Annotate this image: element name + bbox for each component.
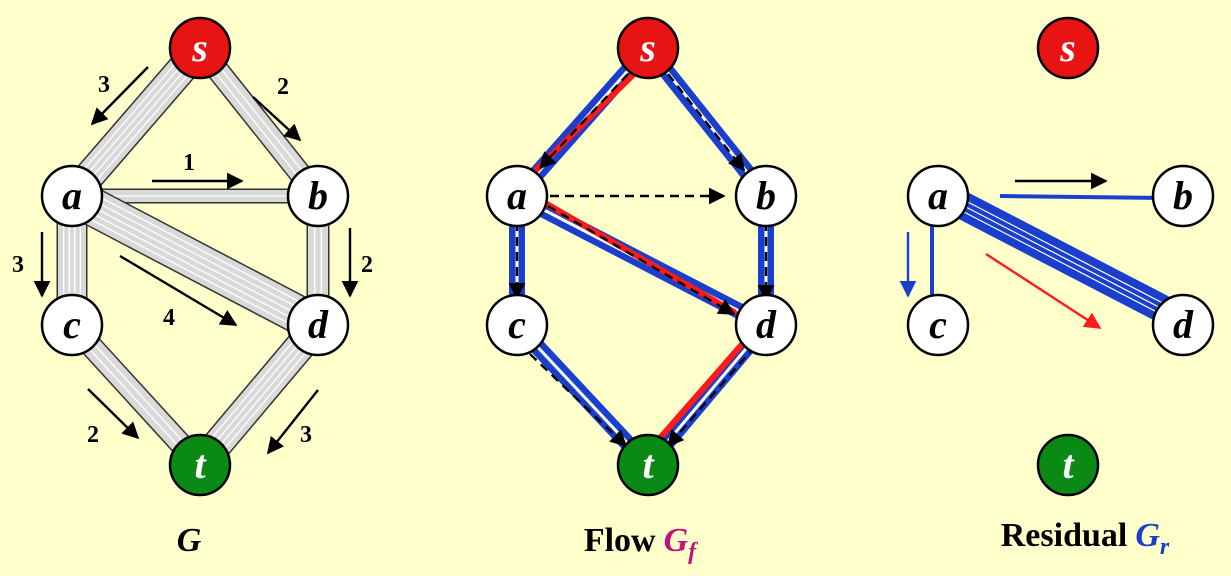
caption-flow-symbol: G bbox=[664, 522, 689, 559]
flow-node-b: b bbox=[734, 164, 798, 228]
caption-flow-sub: f bbox=[688, 539, 698, 565]
g-node-label-d: d bbox=[308, 302, 329, 347]
flow-node-label-t: t bbox=[642, 442, 655, 487]
arrow-a-d bbox=[119, 254, 238, 327]
flow-node-s: s bbox=[616, 16, 680, 80]
dash-d-t bbox=[666, 345, 756, 448]
flow-node-label-s: s bbox=[639, 25, 656, 70]
residual-edge-a-d bbox=[955, 192, 1187, 331]
residual-node-c: c bbox=[906, 293, 970, 357]
graph-g: 3 2 1 3 2 4 2 3 s a b c d t G bbox=[12, 16, 373, 559]
dash-s-b bbox=[667, 73, 746, 172]
g-node-label-s: s bbox=[191, 25, 208, 70]
residual-node-label-t: t bbox=[1062, 442, 1075, 487]
arrow-s-a bbox=[90, 66, 149, 126]
flow-node-label-a: a bbox=[507, 173, 527, 218]
arrow-d-t bbox=[266, 389, 319, 455]
caption-residual-sub: r bbox=[1160, 534, 1170, 560]
g-node-b: b bbox=[286, 164, 350, 228]
flow-node-t: t bbox=[616, 433, 680, 497]
edge-s-a bbox=[60, 37, 212, 207]
dash-a-d bbox=[547, 204, 736, 316]
residual-arrow-a-d bbox=[985, 252, 1102, 330]
caption-flow-word: Flow bbox=[584, 522, 656, 559]
g-edges bbox=[56, 37, 330, 475]
residual-nodes: s a b c d t bbox=[906, 16, 1215, 497]
residual-node-label-d: d bbox=[1173, 302, 1194, 347]
g-node-label-c: c bbox=[63, 302, 81, 347]
dash-c-t bbox=[529, 353, 628, 448]
edge-a-d bbox=[62, 178, 328, 343]
label-a-c: 3 bbox=[12, 252, 24, 278]
residual-node-b: b bbox=[1151, 164, 1215, 228]
label-a-b: 1 bbox=[183, 150, 195, 176]
label-c-t: 2 bbox=[87, 422, 99, 448]
g-arrows bbox=[33, 66, 359, 455]
g-node-label-t: t bbox=[194, 442, 207, 487]
path-a-d bbox=[537, 197, 737, 315]
residual-node-a: a bbox=[906, 164, 970, 228]
flow-node-d: d bbox=[734, 293, 798, 357]
g-node-d: d bbox=[286, 293, 350, 357]
residual-node-label-c: c bbox=[929, 302, 947, 347]
residual-edges bbox=[930, 192, 1187, 331]
residual-arrows bbox=[899, 172, 1108, 330]
flow-dashed-arrows bbox=[508, 73, 775, 448]
label-a-d: 4 bbox=[163, 305, 175, 331]
flow-node-a: a bbox=[485, 164, 549, 228]
label-s-a: 3 bbox=[98, 72, 110, 98]
residual-node-label-a: a bbox=[928, 173, 948, 218]
g-node-t: t bbox=[168, 433, 232, 497]
flow-node-label-c: c bbox=[508, 302, 526, 347]
caption-residual-word: Residual bbox=[1001, 517, 1128, 554]
path-d-t bbox=[650, 339, 747, 449]
residual-node-t: t bbox=[1036, 433, 1100, 497]
edge-s-b bbox=[191, 40, 327, 204]
flow-node-label-b: b bbox=[756, 173, 776, 218]
residual-node-s: s bbox=[1036, 16, 1100, 80]
arrow-c-t bbox=[87, 388, 140, 440]
flow-nodes: s a b c d t bbox=[485, 16, 798, 497]
flow-node-label-d: d bbox=[756, 302, 777, 347]
residual-edge-a-b bbox=[999, 194, 1164, 200]
label-s-b: 2 bbox=[277, 74, 289, 100]
dash-s-a bbox=[538, 73, 629, 170]
g-nodes: s a b c d t bbox=[40, 16, 350, 497]
residual-node-label-b: b bbox=[1173, 173, 1193, 218]
label-d-t: 3 bbox=[300, 422, 312, 448]
g-node-label-a: a bbox=[62, 173, 82, 218]
caption-residual-symbol: G bbox=[1135, 517, 1160, 554]
g-edge-labels: 3 2 1 3 2 4 2 3 bbox=[12, 72, 373, 448]
edge-c-t bbox=[63, 317, 209, 473]
arrow-s-b bbox=[252, 96, 302, 142]
caption-g: G bbox=[177, 522, 202, 559]
residual-node-label-s: s bbox=[1059, 25, 1076, 70]
residual-node-d: d bbox=[1151, 293, 1215, 357]
g-node-a: a bbox=[40, 164, 104, 228]
flow-node-c: c bbox=[485, 293, 549, 357]
g-node-s: s bbox=[168, 16, 232, 80]
path-s-a bbox=[529, 73, 635, 177]
g-node-c: c bbox=[40, 293, 104, 357]
label-b-d: 2 bbox=[361, 252, 373, 278]
g-node-label-b: b bbox=[308, 173, 328, 218]
